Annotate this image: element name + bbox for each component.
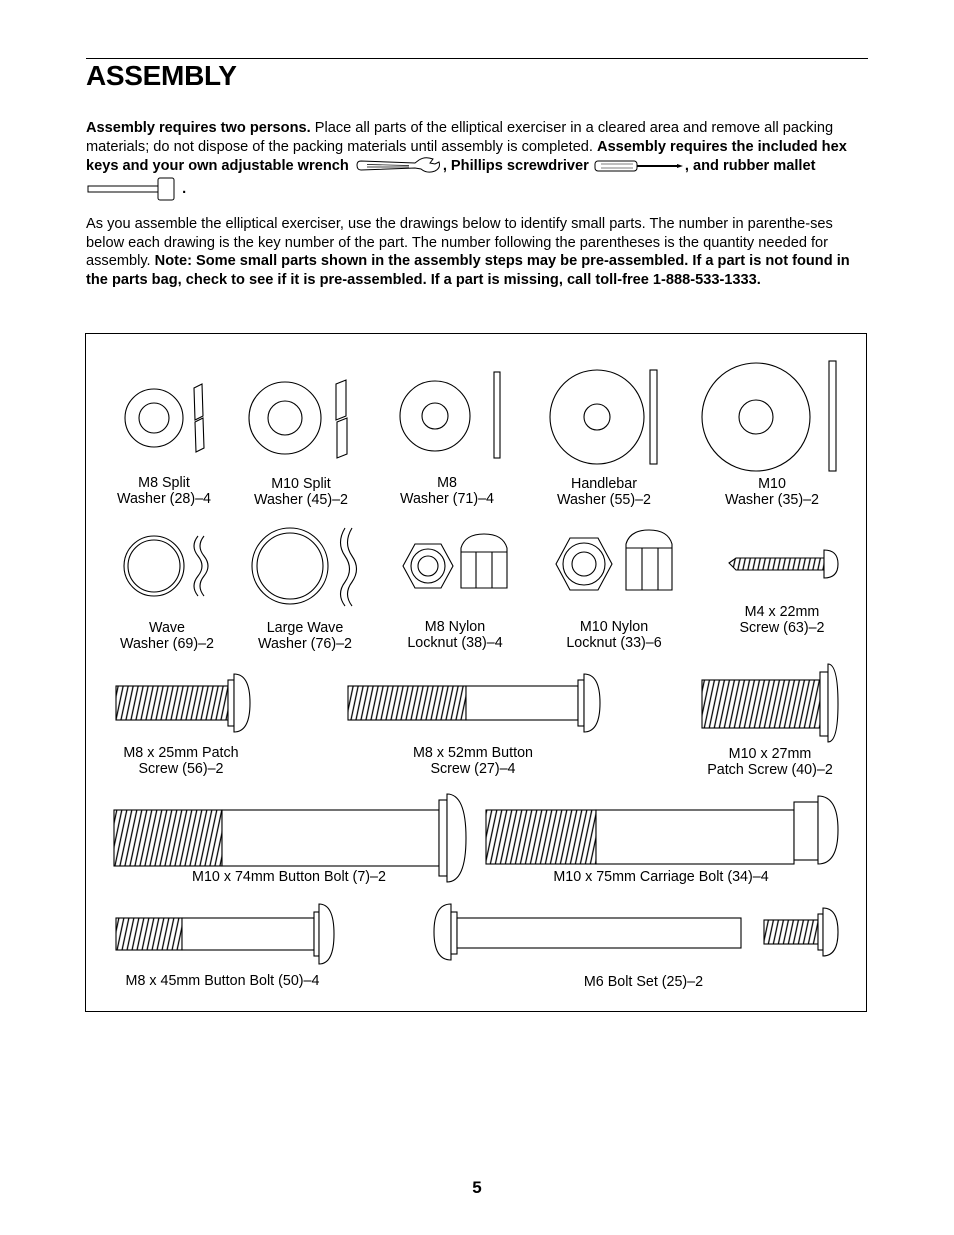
m8-nylon-locknut-icon — [402, 533, 508, 589]
label-m10-75mm-carriage-bolt: M10 x 75mm Carriage Bolt (34)–4 — [536, 869, 786, 886]
m8-25mm-patch-screw-icon — [115, 673, 251, 733]
intro-bold-note: Note: Some small parts shown in the asse… — [86, 253, 850, 289]
intro-bold-screwdriver: , Phillips screwdriver — [442, 158, 589, 175]
m8-washer-icon — [399, 371, 501, 459]
label-line-2: Washer (28)–4 — [116, 490, 212, 507]
large-wave-washer-icon — [251, 527, 358, 607]
m10-74mm-button-bolt-icon — [113, 793, 467, 883]
m10-split-washer-icon — [248, 379, 348, 459]
label-line-1: Handlebar — [571, 476, 637, 492]
intro-bold-period: . — [182, 181, 187, 198]
wave-washer-icon — [123, 535, 209, 597]
intro-text-packing: Place all parts of the elliptical exerci… — [86, 120, 834, 155]
label-line-1: M8 x 45mm Button Bolt (50)–4 — [125, 973, 320, 989]
label-line-2: Washer (76)–2 — [257, 635, 353, 652]
adjustable-wrench-icon — [356, 157, 440, 174]
rubber-mallet-icon — [87, 177, 175, 201]
label-line-2: Screw (56)–2 — [138, 760, 224, 777]
m4-screw-icon — [728, 549, 839, 579]
label-line-1: M10 x 27mm — [728, 746, 812, 762]
handlebar-washer-icon — [549, 369, 658, 465]
label-line-2: Screw (27)–4 — [430, 760, 516, 777]
label-line-1: M10 — [758, 476, 786, 492]
page-number: 5 — [472, 1178, 482, 1197]
label-line-2: Washer (35)–2 — [724, 491, 820, 508]
label-line-2: Washer (55)–2 — [556, 491, 652, 508]
label-line-1: M6 Bolt Set (25)–2 — [583, 974, 704, 990]
label-line-1: M10 x 75mm Carriage Bolt (34)–4 — [553, 869, 769, 885]
label-line-1: M8 x 52mm Button — [413, 745, 533, 761]
m10-27mm-patch-screw-icon — [701, 663, 839, 743]
label-line-2: Washer (69)–2 — [119, 635, 215, 652]
label-m8-45mm-button-bolt: M8 x 45mm Button Bolt (50)–4 — [110, 973, 335, 990]
header-rule — [86, 58, 868, 59]
label-line-1: M8 Split — [138, 475, 190, 491]
label-line-2: Washer (71)–4 — [399, 490, 495, 507]
label-line-1: M8 Nylon — [424, 619, 486, 635]
intro-bold-tools: Assembly requires the included hex keys … — [86, 138, 847, 175]
label-line-1: M8 — [437, 475, 457, 491]
phillips-screwdriver-icon — [594, 160, 683, 172]
parts-drawings — [113, 360, 839, 965]
intro-text-identify: As you assemble the elliptical exerciser… — [86, 216, 833, 270]
m8-52mm-button-screw-icon — [347, 673, 601, 733]
label-line-2: Locknut (38)–4 — [407, 634, 503, 651]
label-line-2: Locknut (33)–6 — [566, 634, 662, 651]
m8-45mm-button-bolt-icon — [115, 903, 335, 965]
label-m10-74mm-button-bolt: M10 x 74mm Button Bolt (7)–2 — [179, 869, 399, 886]
intro-paragraph-1: Assembly requires two persons. Place all… — [86, 119, 868, 202]
m8-split-washer-icon — [124, 383, 205, 453]
m6-bolt-set-icon — [433, 903, 839, 961]
label-line-1: M10 Split — [271, 476, 331, 492]
label-line-2: Washer (45)–2 — [253, 491, 349, 508]
m10-washer-icon — [701, 360, 837, 472]
label-line-1: Wave — [148, 620, 185, 636]
intro-bold-mallet: , and rubber mallet — [684, 158, 816, 175]
label-line-1: M4 x 22mm — [744, 604, 820, 620]
label-m6-bolt-set: M6 Bolt Set (25)–2 — [556, 974, 731, 991]
label-line-1: M10 x 74mm Button Bolt (7)–2 — [192, 869, 386, 885]
m10-75mm-carriage-bolt-icon — [485, 795, 839, 865]
label-line-1: M10 Nylon — [579, 619, 649, 635]
intro-bold-persons: Assembly requires two persons. — [86, 120, 311, 136]
label-line-1: M8 x 25mm Patch — [123, 745, 239, 761]
label-line-1: Large Wave — [266, 620, 344, 636]
intro-paragraph-2: As you assemble the elliptical exerciser… — [86, 215, 868, 290]
m10-nylon-locknut-icon — [555, 529, 673, 591]
label-line-2: Patch Screw (40)–2 — [707, 761, 833, 778]
page-title: ASSEMBLY — [86, 60, 237, 91]
label-line-2: Screw (63)–2 — [739, 619, 825, 636]
